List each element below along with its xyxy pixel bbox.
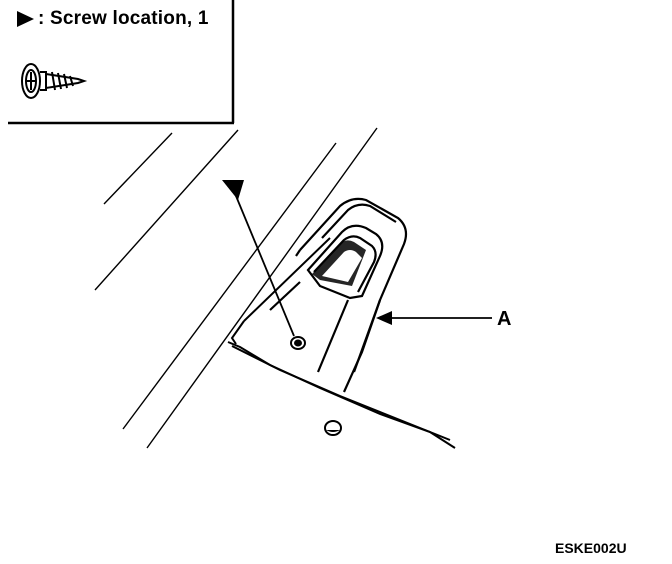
legend: : Screw location, 1 bbox=[0, 0, 234, 124]
legend-frame bbox=[8, 0, 235, 125]
lower-panel bbox=[227, 237, 456, 449]
panel-screw-hole bbox=[324, 420, 342, 436]
callout-a-leader bbox=[376, 311, 492, 325]
screw-icon bbox=[21, 63, 88, 99]
handle-bracket bbox=[269, 197, 408, 393]
legend-row: : Screw location, 1 bbox=[17, 8, 209, 30]
arrow-marker-icon bbox=[17, 11, 34, 27]
bracket-screw-hole bbox=[290, 336, 306, 350]
callout-label-a: A bbox=[497, 308, 512, 330]
panel-edges bbox=[94, 127, 378, 449]
figure-code: ESKE002U bbox=[555, 540, 627, 556]
triangle-arrow-icon bbox=[222, 180, 295, 337]
legend-label: : Screw location, 1 bbox=[38, 8, 209, 29]
